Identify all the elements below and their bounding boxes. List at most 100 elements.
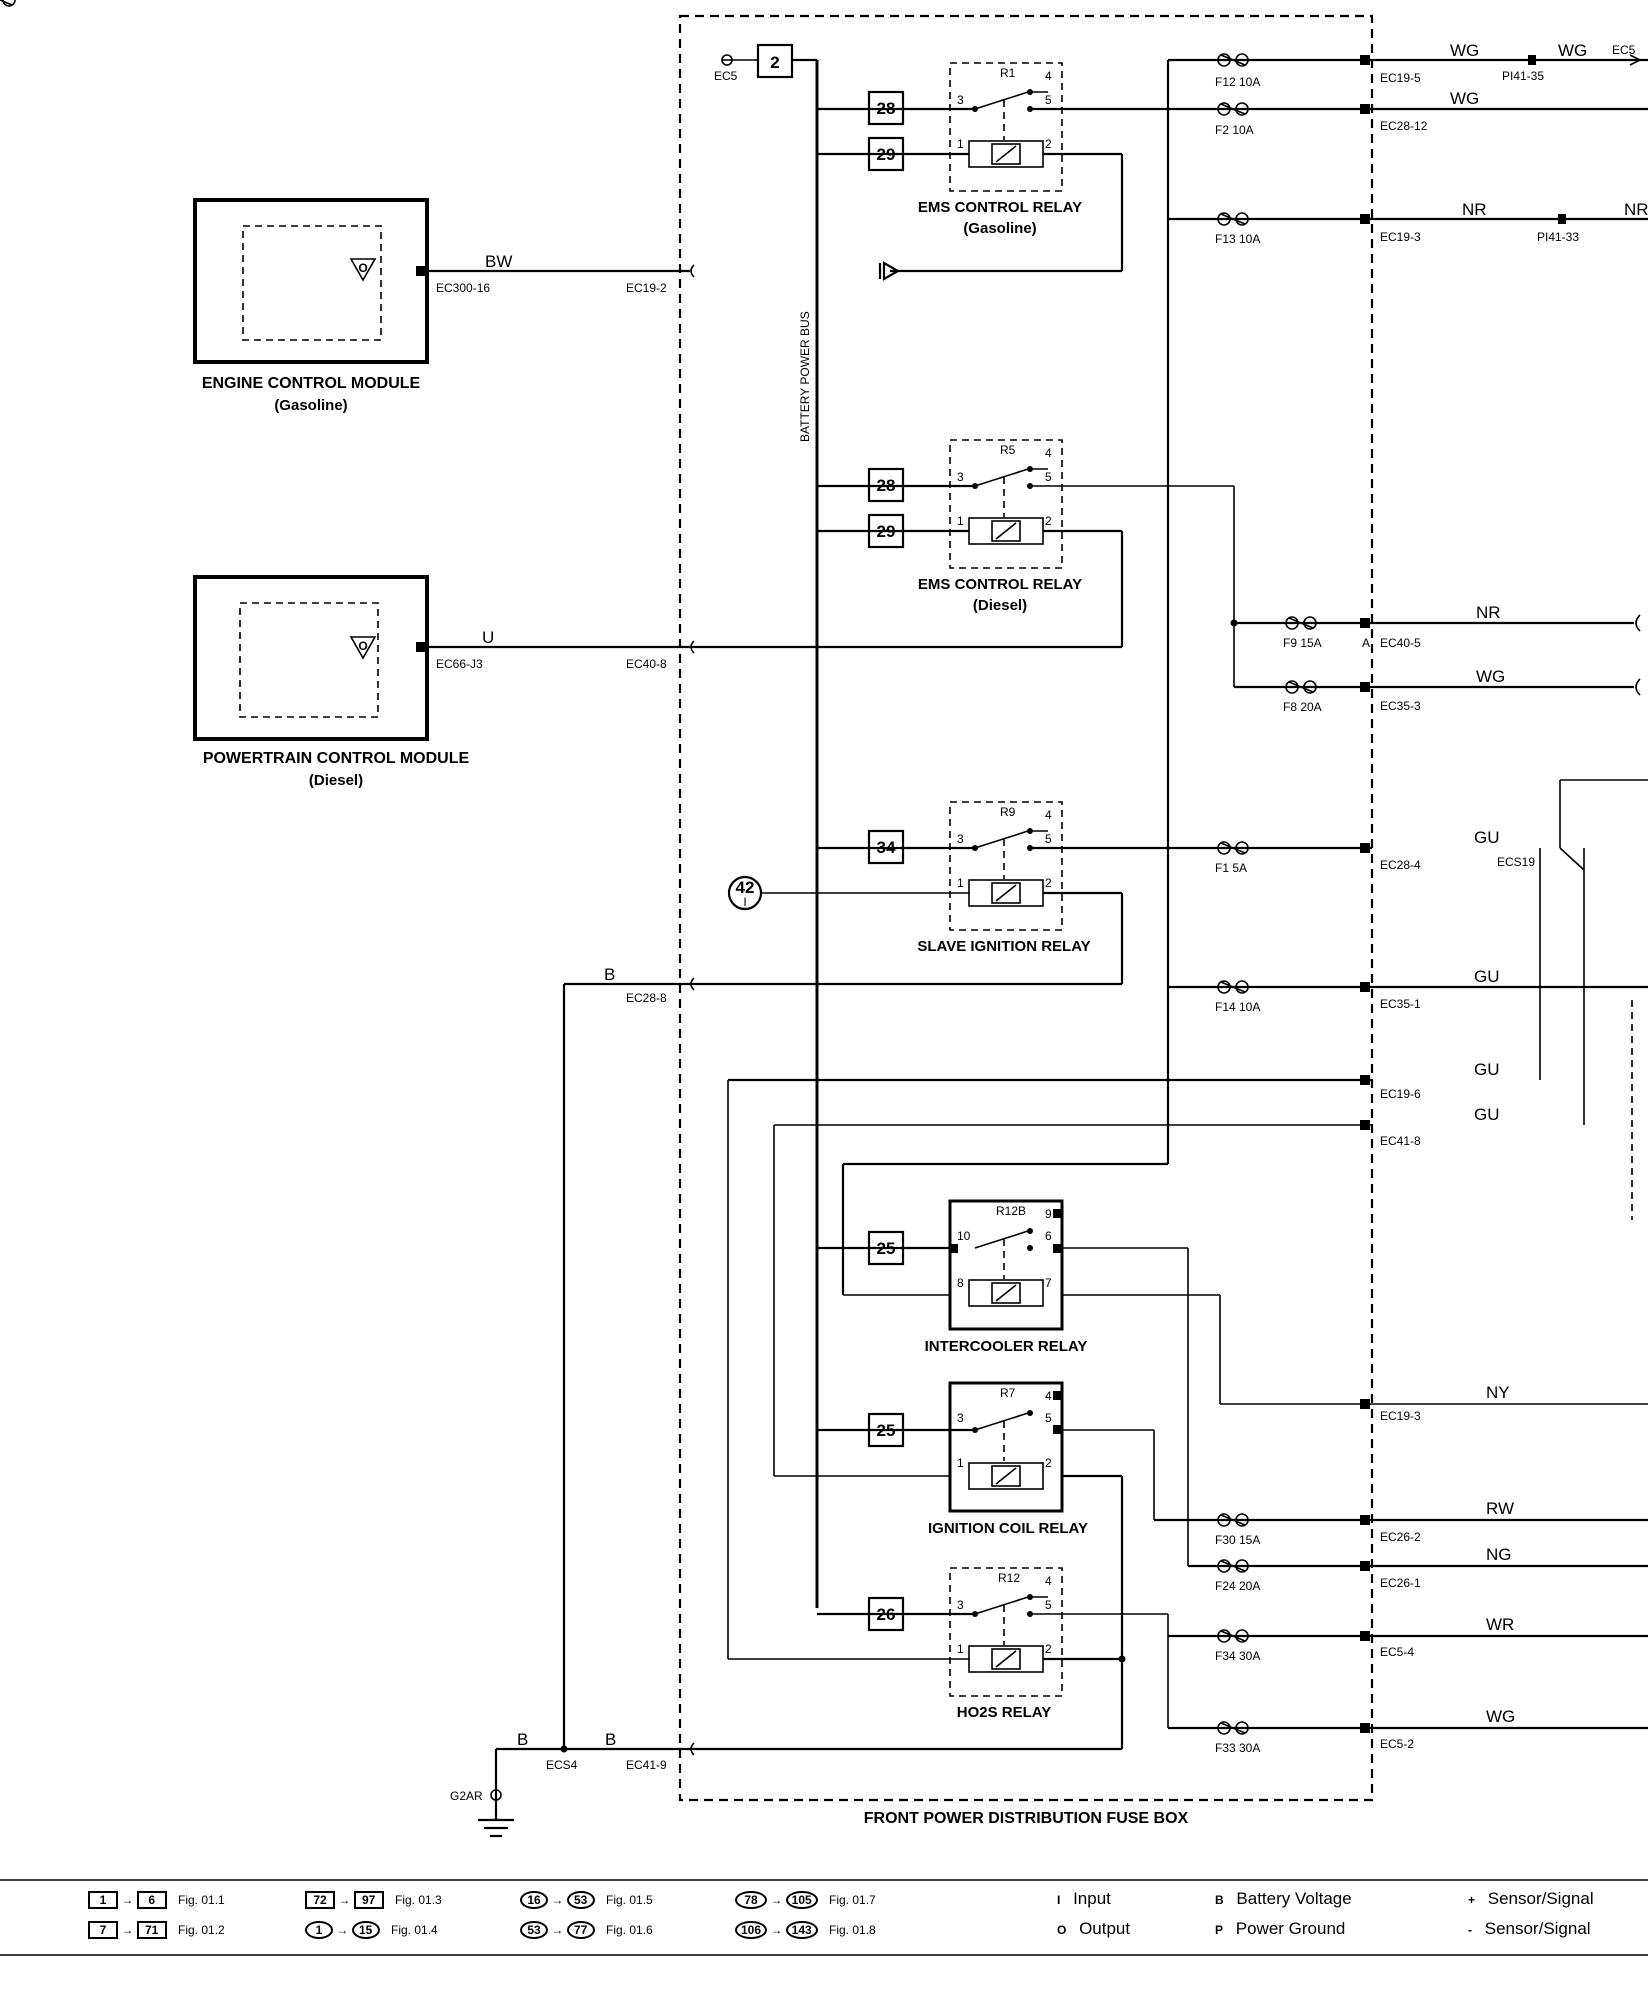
svg-text:EC40-5: EC40-5: [1380, 636, 1421, 650]
relay-r5-sub: (Diesel): [973, 597, 1027, 614]
svg-text:2: 2: [1045, 1642, 1052, 1656]
svg-text:4: 4: [1045, 1389, 1052, 1403]
svg-text:F2 10A: F2 10A: [1215, 123, 1254, 137]
svg-text:GU: GU: [1474, 1060, 1500, 1079]
svg-text:5: 5: [1045, 470, 1052, 484]
legend-fig-5: 16 → 53 Fig. 01.5: [520, 1891, 653, 1909]
svg-text:WR: WR: [1486, 1615, 1514, 1634]
legend-output: O Output: [1057, 1919, 1131, 1938]
conn-ec40-8: EC40-8: [626, 657, 667, 671]
pcm-output-icon: [349, 636, 377, 660]
svg-text:7: 7: [1045, 1276, 1052, 1290]
svg-text:2: 2: [1045, 514, 1052, 528]
conn-ec19-2: EC19-2: [626, 281, 667, 295]
svg-text:PI41-33: PI41-33: [1537, 230, 1579, 244]
svg-text:F34 30A: F34 30A: [1215, 1649, 1260, 1663]
svg-text:GU: GU: [1474, 828, 1500, 847]
svg-text:RW: RW: [1486, 1499, 1514, 1518]
sensor-pos-icon: +: [1468, 1893, 1476, 1907]
svg-text:PI41-35: PI41-35: [1502, 69, 1544, 83]
svg-text:3: 3: [957, 470, 964, 484]
svg-text:F8 20A: F8 20A: [1283, 700, 1322, 714]
legend-fig-2: 7 → 71 Fig. 01.2: [88, 1921, 225, 1939]
input-icon: I: [1057, 1893, 1061, 1907]
svg-text:F12 10A: F12 10A: [1215, 75, 1260, 89]
svg-text:F30 15A: F30 15A: [1215, 1533, 1260, 1547]
svg-text:EC19-5: EC19-5: [1380, 71, 1421, 85]
svg-text:WG: WG: [1476, 667, 1505, 686]
relay-r7-name: IGNITION COIL RELAY: [928, 1520, 1088, 1537]
svg-text:4: 4: [1045, 1574, 1052, 1588]
legend-ground: P Power Ground: [1215, 1919, 1346, 1938]
pcm-subtitle: (Diesel): [309, 772, 363, 789]
legend-fig-4: 1 → 15 Fig. 01.4: [305, 1921, 438, 1939]
svg-text:1: 1: [957, 514, 964, 528]
svg-text:EC5: EC5: [1612, 43, 1636, 57]
svg-text:NG: NG: [1486, 1545, 1512, 1564]
ecm-box: [193, 198, 429, 364]
wire-b-right: B: [605, 1730, 616, 1749]
relay-r12-name: HO2S RELAY: [957, 1704, 1051, 1721]
legend-fig-7: 78 → 105 Fig. 01.7: [735, 1891, 876, 1909]
relay-r12b-name: INTERCOOLER RELAY: [925, 1338, 1088, 1355]
svg-text:F13 10A: F13 10A: [1215, 232, 1260, 246]
svg-text:EC26-2: EC26-2: [1380, 1530, 1421, 1544]
svg-text:R1: R1: [1000, 66, 1016, 80]
relay-r7: R7 4 3 5 1 2: [948, 1381, 1064, 1513]
svg-text:1: 1: [957, 1642, 964, 1656]
output-icon: O: [1057, 1923, 1067, 1937]
feed-box-number: 2: [770, 53, 779, 72]
legend-sensor-neg: - Sensor/Signal: [1468, 1919, 1591, 1938]
svg-text:NR: NR: [1476, 603, 1501, 622]
svg-text:1: 1: [957, 1456, 964, 1470]
relay-r9: R9 4 3 5 1 2: [949, 801, 1063, 931]
svg-text:EC35-3: EC35-3: [1380, 699, 1421, 713]
svg-text:R7: R7: [1000, 1386, 1016, 1400]
svg-text:3: 3: [957, 832, 964, 846]
svg-text:8: 8: [957, 1276, 964, 1290]
fuse-box-outline: [678, 14, 1374, 1802]
svg-text:GU: GU: [1474, 1105, 1500, 1124]
relay-r5: R5 4 3 5 1 2: [949, 439, 1063, 569]
conn-ec41-9: EC41-9: [626, 1758, 667, 1772]
svg-text:3: 3: [957, 1598, 964, 1612]
svg-text:F9 15A: F9 15A: [1283, 636, 1322, 650]
pcm-title: POWERTRAIN CONTROL MODULE: [203, 750, 470, 767]
svg-text:5: 5: [1045, 1411, 1052, 1425]
svg-text:EC19-3: EC19-3: [1380, 230, 1421, 244]
svg-text:F33 30A: F33 30A: [1215, 1741, 1260, 1755]
relay-r12b: R12B 9 10 6 8 7: [948, 1199, 1064, 1331]
feed-connector: EC5: [714, 69, 738, 83]
bus-label: BATTERY POWER BUS: [798, 311, 812, 442]
splice-ecs4: ECS4: [546, 1758, 578, 1772]
ecm-pin: EC300-16: [436, 281, 490, 295]
svg-text:WG: WG: [1558, 41, 1587, 60]
svg-text:42: 42: [736, 878, 755, 897]
legend-sensor-pos: + Sensor/Signal: [1468, 1889, 1594, 1908]
diode-icon: [878, 261, 901, 281]
ecm-title: ENGINE CONTROL MODULE: [202, 375, 421, 392]
svg-text:O: O: [358, 639, 367, 653]
svg-text:5: 5: [1045, 1598, 1052, 1612]
svg-text:F1 5A: F1 5A: [1215, 861, 1247, 875]
svg-text:R12B: R12B: [996, 1204, 1026, 1218]
svg-text:A: A: [1362, 636, 1370, 650]
svg-text:WG: WG: [1450, 89, 1479, 108]
svg-text:R9: R9: [1000, 805, 1016, 819]
wire-b-left: B: [517, 1730, 528, 1749]
wire-b-upper: B: [604, 965, 615, 984]
relay-r12: R12 4 3 5 1 2: [949, 1567, 1063, 1697]
svg-text:EC5-4: EC5-4: [1380, 1645, 1414, 1659]
legend: 1 → 6 Fig. 01.1 7 → 71 Fig. 01.2 72 → 97…: [0, 1885, 1648, 1953]
feed-connector-symbol: [721, 54, 733, 66]
svg-text:4: 4: [1045, 446, 1052, 460]
svg-text:6: 6: [1045, 1229, 1052, 1243]
legend-fig-1: 1 → 6 Fig. 01.1: [88, 1891, 225, 1909]
svg-text:F24 20A: F24 20A: [1215, 1579, 1260, 1593]
svg-text:F14 10A: F14 10A: [1215, 1000, 1260, 1014]
svg-text:EC19-6: EC19-6: [1380, 1087, 1421, 1101]
svg-text:WG: WG: [1486, 1707, 1515, 1726]
legend-battery: B Battery Voltage: [1215, 1889, 1352, 1908]
fuse-box-title: FRONT POWER DISTRIBUTION FUSE BOX: [864, 1810, 1189, 1827]
